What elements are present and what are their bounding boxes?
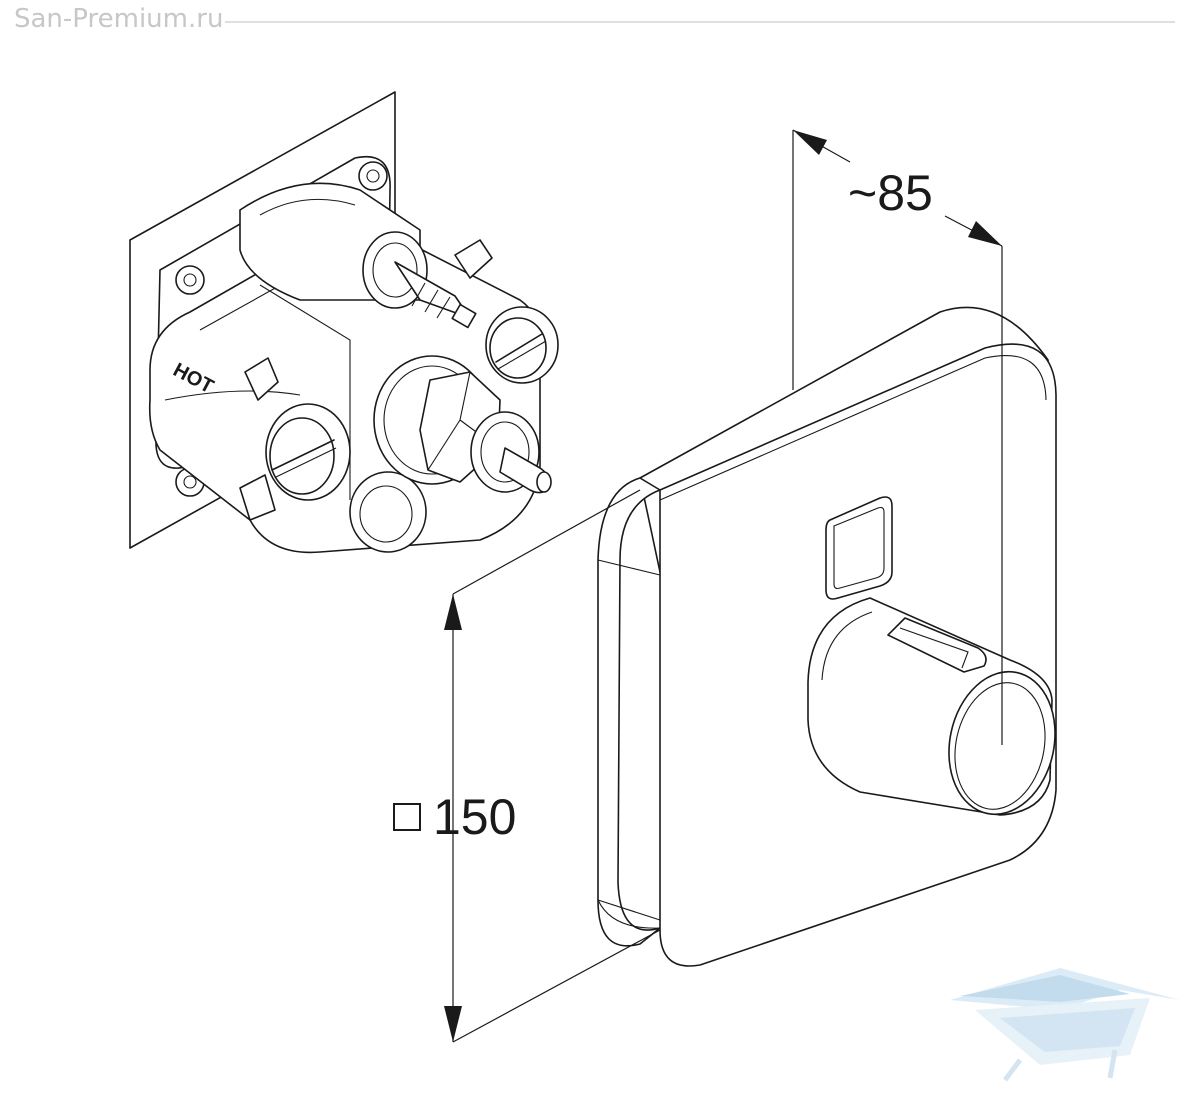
watermark-text: San-Premium.ru xyxy=(14,4,224,34)
main-cartridge xyxy=(373,355,552,494)
height-arrow-top xyxy=(444,594,462,630)
body-lug-left xyxy=(244,357,279,401)
height-extension-top xyxy=(452,489,641,595)
handle-lever xyxy=(887,617,987,673)
depth-dimension xyxy=(792,129,1003,745)
right-inlet-plug xyxy=(485,306,559,384)
size-value: 150 xyxy=(433,789,517,845)
trim-plate-assembly xyxy=(597,306,1057,967)
square-symbol-icon xyxy=(393,803,421,831)
upper-spindle xyxy=(362,231,477,329)
depth-dimension-label: ~85 xyxy=(848,165,933,221)
flange-screw-top-right xyxy=(358,161,388,191)
size-dimension-label: 150 xyxy=(393,788,516,846)
height-extension-bottom xyxy=(452,929,661,1043)
depth-arrow-start xyxy=(793,130,827,155)
lower-outlet xyxy=(349,471,427,553)
height-dimension xyxy=(444,489,661,1043)
body-lug-bottom xyxy=(239,474,276,521)
left-inlet-plug xyxy=(265,403,351,501)
bathtub-logo-icon xyxy=(950,968,1180,1082)
body-lug-top xyxy=(454,239,493,279)
depth-arrow-end xyxy=(968,221,1002,246)
trim-left-edge xyxy=(597,477,661,947)
flange-screw-left xyxy=(175,265,205,295)
height-arrow-bottom xyxy=(444,1006,462,1042)
concealed-valve-body: HOT xyxy=(129,91,559,554)
